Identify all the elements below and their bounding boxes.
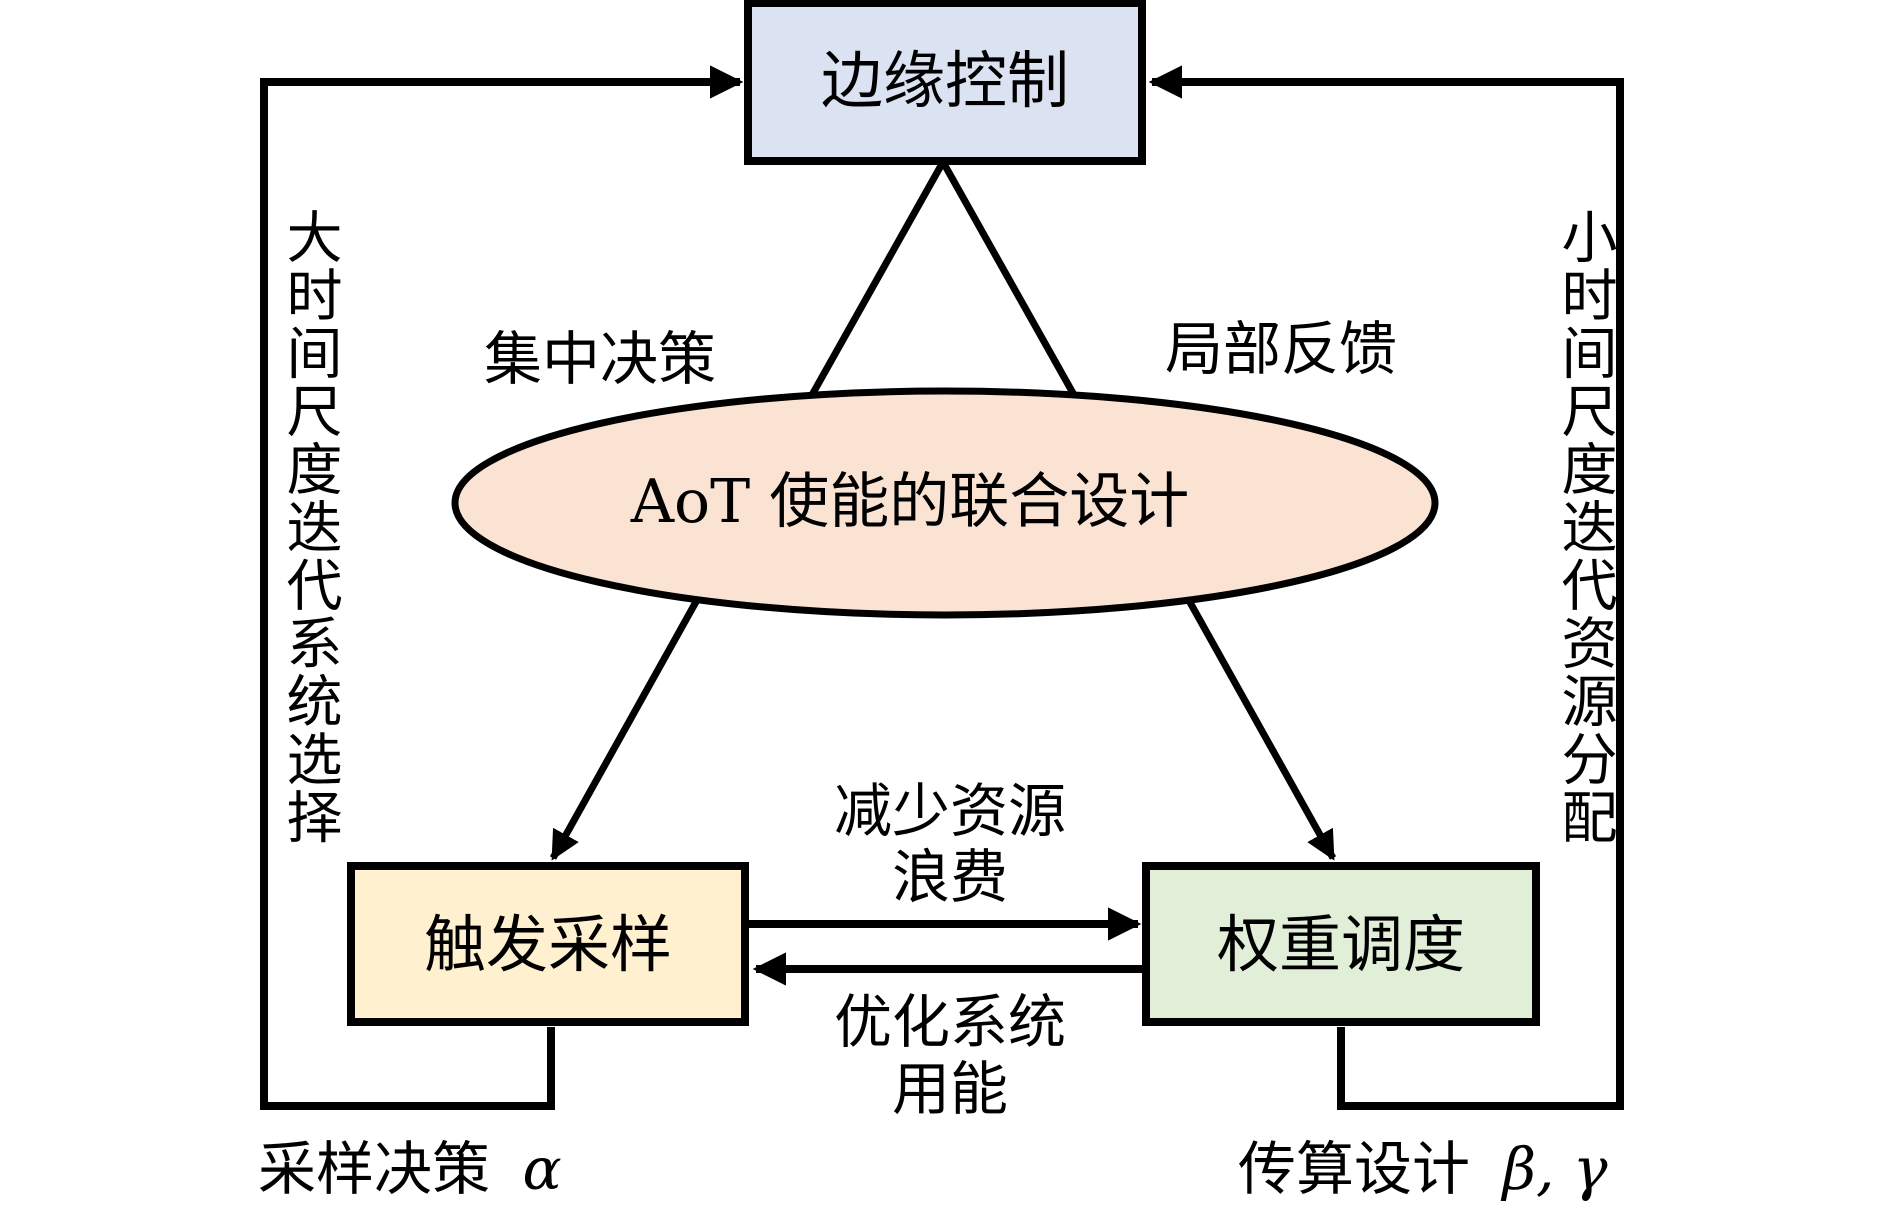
joint-design-label: AoT 使能的联合设计 [630,467,1190,537]
edge-to-ellipse-left-line [804,160,947,404]
optimize-energy-label-line1: 优化系统 [833,988,1066,1056]
edge-to-ellipse-right-line [939,160,1082,404]
local-feedback-label: 局部反馈 [1165,315,1398,383]
centralized-decision-label: 集中决策 [484,325,717,393]
ellipse-to-weight-arrow [1183,595,1337,861]
large-timescale-label: 大时间尺度迭代系统选择 [277,208,342,846]
trigger-sampling-box [347,862,749,1026]
trigger-sampling-label: 触发采样 [423,908,672,981]
weight-scheduling-box [1142,862,1540,1026]
transmission-computation-text: 传算设计 [1238,1135,1471,1203]
edge-control-box [744,0,1146,165]
beta-gamma-symbol: β, γ [1502,1135,1608,1203]
reduce-waste-label-line1: 减少资源 [833,777,1066,845]
ellipse-to-trigger-arrow [549,598,701,861]
alpha-symbol: α [522,1135,562,1203]
transmission-computation-label: 传算设计 β, γ [1238,1140,1608,1198]
joint-design-ellipse [451,387,1439,619]
reduce-waste-label-line2: 浪费 [891,843,1008,911]
sampling-decision-text: 采样决策 [258,1135,491,1203]
optimize-energy-label-line2: 用能 [891,1055,1008,1123]
small-timescale-label: 小时间尺度迭代资源分配 [1552,208,1617,846]
right-loop-connector [1148,65,1624,1110]
weight-scheduling-label: 权重调度 [1216,908,1465,981]
sampling-decision-label: 采样决策 α [258,1140,562,1198]
left-loop-connector [260,65,744,1110]
edge-control-label: 边缘控制 [820,44,1069,117]
